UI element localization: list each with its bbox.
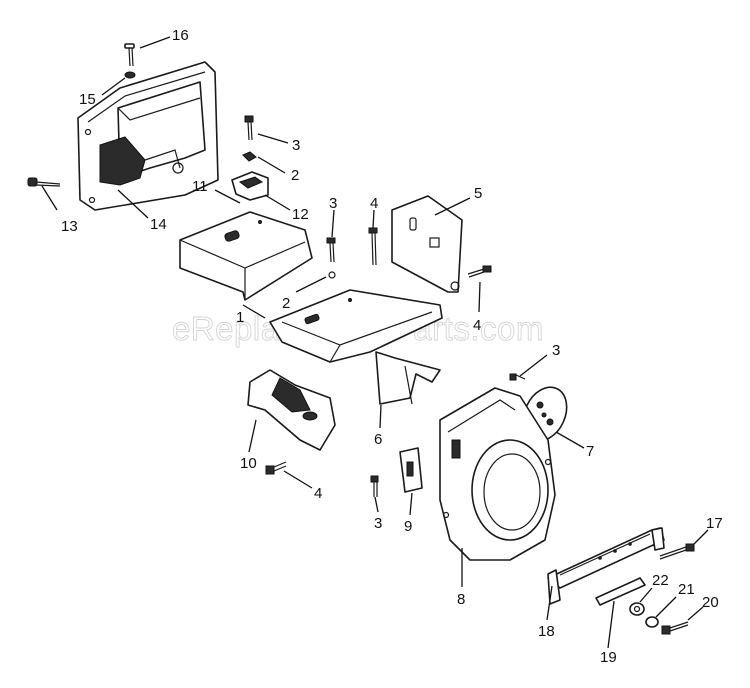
label-2: 2 [291,167,299,184]
label-4: 4 [370,195,378,212]
label-5: 5 [474,185,482,202]
label-18: 18 [538,623,555,640]
label-14: 14 [150,216,167,233]
label-4c: 4 [314,485,322,502]
part-14-air-cleaner-housing [77,61,219,211]
label-16: 16 [172,27,189,44]
part-3-screw-right [509,373,526,381]
part-3-screw-top [244,115,254,141]
part-13-screw [27,177,61,187]
part-4-screw-left [265,461,287,475]
part-2-nut-top [242,151,257,162]
label-7: 7 [586,443,594,460]
label-8: 8 [457,591,465,608]
part-18-rail [547,527,665,605]
part-20-bolt [661,621,689,635]
part-2-nut-mid [328,271,336,279]
label-3b: 3 [329,195,337,212]
label-11: 11 [192,178,208,195]
leader-lines [41,36,709,649]
part-1-baffle [269,289,443,363]
part-3-screw-bottom [370,475,379,497]
part-22-nut [629,602,645,616]
label-10: 10 [240,455,257,472]
part-16-bolt [124,43,135,67]
label-17: 17 [706,515,723,532]
label-13: 13 [61,218,78,235]
label-12: 12 [292,206,309,223]
part-4-screw-mid [368,227,378,266]
part-4-screw-right [467,265,492,278]
part-labels: 16 15 3 2 11 12 13 14 3 4 5 2 1 4 3 6 7 … [61,27,723,666]
label-15: 15 [79,91,96,108]
part-11-shield [179,211,313,301]
label-9: 9 [404,518,412,535]
label-21: 21 [678,581,695,598]
part-17-bolt [659,543,695,560]
label-1: 1 [236,309,244,326]
part-3-screw-mid [326,237,336,263]
label-3c: 3 [552,342,560,359]
label-20: 20 [702,594,719,611]
part-15-washer [124,71,136,79]
part-21-washer [645,616,659,628]
part-5-plate [391,195,463,293]
label-4b: 4 [473,317,481,334]
part-6-deflector [375,351,441,405]
part-19-strip [595,577,646,606]
part-10-bracket [247,369,336,451]
label-2b: 2 [282,295,290,312]
part-9-plate [399,447,423,493]
part-8-blower-housing [439,387,556,561]
label-3: 3 [292,137,300,154]
label-19: 19 [600,649,617,666]
label-3d: 3 [374,515,382,532]
label-6: 6 [374,431,382,448]
label-22: 22 [652,572,669,589]
